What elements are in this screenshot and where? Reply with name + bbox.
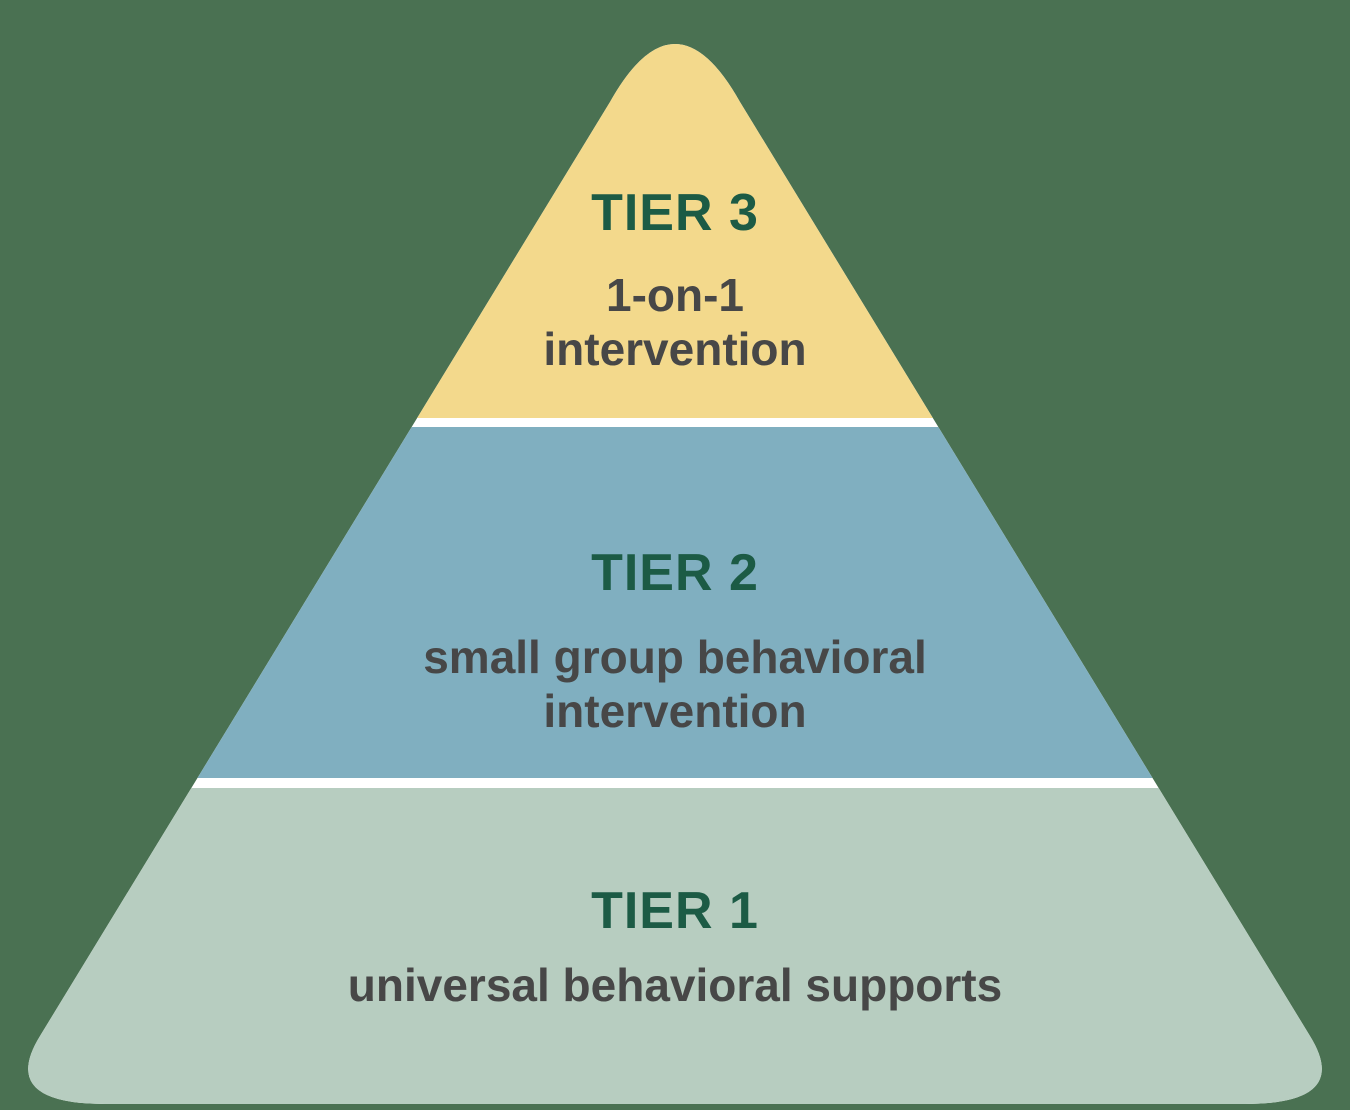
tier3-description-line: 1-on-1	[606, 269, 744, 321]
tier3-description-line: intervention	[543, 323, 807, 375]
tier3-label: TIER 3	[591, 184, 759, 242]
tier2-description: small group behavioral intervention	[0, 630, 1350, 738]
tier3-description: 1-on-1 intervention	[0, 268, 1350, 376]
tier1-description: universal behavioral supports	[0, 958, 1350, 1012]
tier1-shape	[28, 788, 1322, 1104]
tier2-description-line: small group behavioral	[423, 631, 927, 683]
tier1-label: TIER 1	[591, 882, 759, 940]
tier1-description-line: universal behavioral supports	[347, 959, 1003, 1011]
tier2-description-line: intervention	[543, 685, 807, 737]
tier2-label: TIER 2	[591, 544, 759, 602]
